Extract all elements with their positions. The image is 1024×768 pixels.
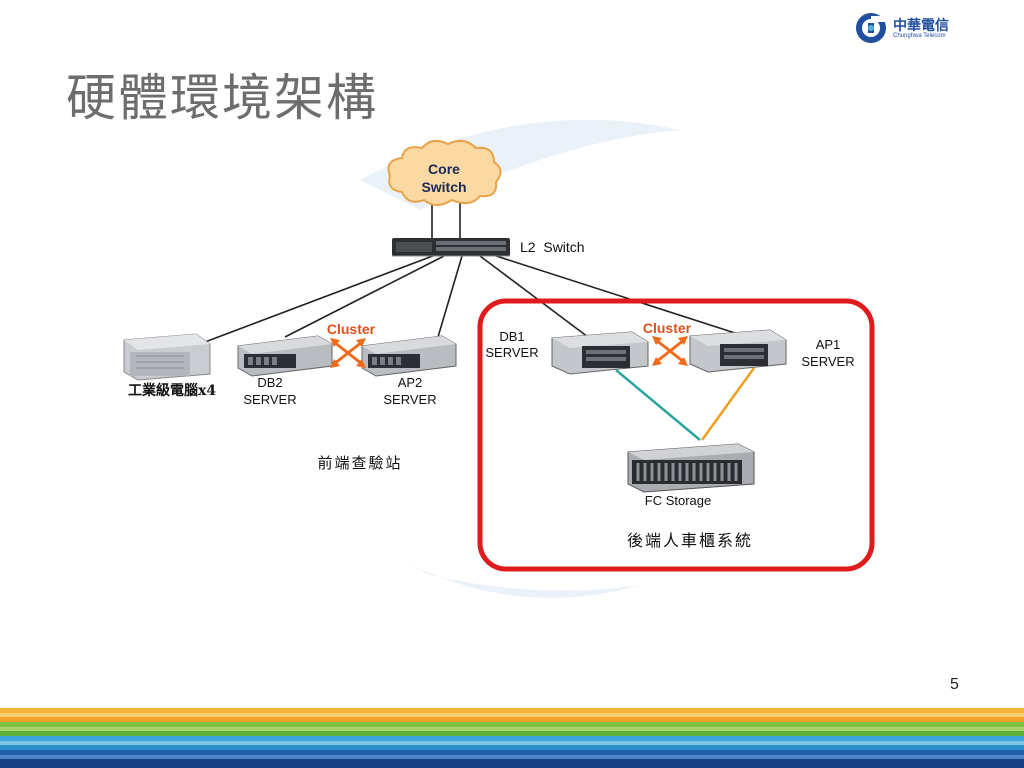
db2-server-icon bbox=[237, 335, 333, 377]
ap1-label-line2: SERVER bbox=[801, 354, 854, 369]
db1-label-line2: SERVER bbox=[485, 345, 538, 360]
slide-title: 硬體環境架構 bbox=[66, 69, 378, 127]
front-cluster-arrow-icon bbox=[333, 340, 363, 366]
core-switch-label-line2: Switch bbox=[421, 179, 466, 195]
link-switch-to-db1 bbox=[479, 255, 589, 338]
link-switch-to-industrial-pc bbox=[204, 253, 439, 343]
fc-storage-icon bbox=[627, 443, 755, 493]
ap2-server-icon bbox=[361, 335, 457, 377]
front-end-group-label: 前端查驗站 bbox=[317, 454, 402, 472]
back-cluster-arrowheads bbox=[652, 336, 688, 366]
link-switch-to-ap2 bbox=[437, 255, 463, 338]
front-cluster-label: Cluster bbox=[327, 321, 376, 337]
ap2-label-line2: SERVER bbox=[383, 392, 436, 407]
link-ap1-to-storage bbox=[700, 367, 756, 441]
logo-name-cn: 中華電信 bbox=[893, 18, 949, 34]
back-cluster-arrow-icon bbox=[655, 338, 685, 364]
db2-label-line1: DB2 bbox=[257, 375, 282, 390]
industrial-pc-icon bbox=[123, 333, 211, 381]
link-db1-to-storage bbox=[615, 369, 701, 441]
back-end-group-label: 後端人車櫃系統 bbox=[627, 531, 753, 550]
page-number: 5 bbox=[950, 676, 959, 693]
back-end-highlight-box bbox=[477, 298, 875, 572]
db2-label-line2: SERVER bbox=[243, 392, 296, 407]
db1-label-line1: DB1 bbox=[499, 329, 524, 344]
chunghwa-telecom-logo-icon bbox=[856, 13, 886, 43]
ap2-label-line1: AP2 bbox=[398, 375, 423, 390]
company-logo: 中華電信 Chunghwa Telecom bbox=[855, 12, 965, 48]
industrial-pc-label: 工業級電腦x4 bbox=[128, 382, 216, 399]
l2-switch-device-icon bbox=[392, 238, 510, 257]
l2-switch-label: L2 Switch bbox=[520, 239, 585, 255]
logo-name-en: Chunghwa Telecom bbox=[893, 33, 946, 39]
core-switch-label-line1: Core bbox=[428, 161, 460, 177]
back-cluster-label: Cluster bbox=[643, 320, 692, 336]
ap1-server-icon bbox=[689, 329, 787, 373]
db1-server-icon bbox=[551, 331, 649, 375]
ap1-label-line1: AP1 bbox=[816, 337, 841, 352]
footer-stripes bbox=[0, 708, 1024, 768]
front-cluster-arrowheads bbox=[330, 338, 366, 368]
core-switch-cloud: Core Switch bbox=[387, 139, 502, 206]
fc-storage-label: FC Storage bbox=[645, 493, 711, 508]
link-switch-to-ap1 bbox=[489, 253, 736, 334]
link-switch-to-db2 bbox=[284, 255, 445, 338]
